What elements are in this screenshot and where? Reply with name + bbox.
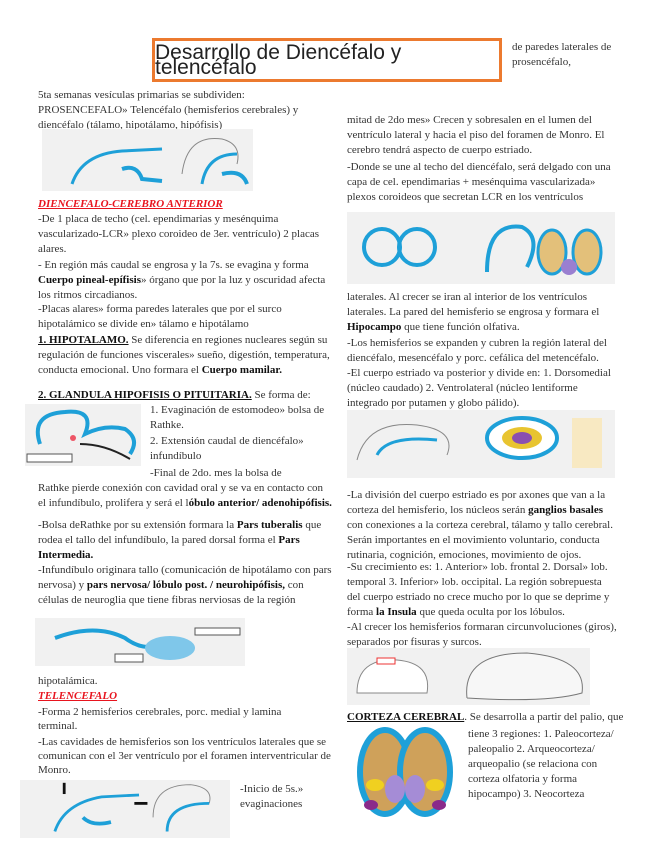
corteza-heading-line: CORTEZA CEREBRAL. Se desarrolla a partir…	[347, 711, 624, 723]
paragraph: -Al crecer los hemisferios formaran circ…	[347, 621, 617, 648]
paragraph: -Las cavidades de hemisferios son los ve…	[38, 736, 331, 776]
page-title: Desarrollo de Diencéfalo y telencéfalo	[152, 38, 502, 82]
paragraph: Rathke pierde conexión con cavidad oral …	[38, 482, 332, 509]
paragraph: mitad de 2do mes» Crecen y sobresalen en…	[347, 114, 605, 156]
paragraph: -Bolsa deRathke por su extensión formara…	[38, 519, 322, 561]
prosencefalo-text: PROSENCEFALO» Telencéfalo (hemisferios c…	[38, 104, 299, 131]
paragraph: -Inicio de 5s.» evaginaciones	[240, 783, 304, 810]
paragraph: -Final de 2do. mes la bolsa de	[150, 467, 282, 479]
paragraph: -Forma 2 hemisferios cerebrales, porc. m…	[38, 706, 282, 732]
diagram-prosencephalon	[42, 129, 253, 191]
heading-telencefalo: TELENCEFALO	[38, 690, 118, 702]
heading-diencefalo: DIENCEFALO-CEREBRO ANTERIOR	[38, 198, 223, 210]
heading-glandula: 2. GLANDULA HIPOFISIS O PITUITARIA.	[38, 389, 252, 401]
paragraph: laterales. Al crecer se iran al interior…	[347, 291, 600, 333]
paragraph: -Los hemisferios se expanden y cubren la…	[347, 337, 607, 364]
diagram-hypophysis	[35, 618, 245, 666]
diagram-choroid-plexus	[347, 212, 615, 284]
paragraph: -El cuerpo estriado va posterior y divid…	[347, 367, 611, 409]
diagram-telencephalon-evagination	[20, 780, 230, 838]
heading-hipotalamo: 1. HIPOTALAMO.	[38, 334, 129, 346]
heading-corteza: CORTEZA CEREBRAL	[347, 711, 465, 723]
paragraph: -La división del cuerpo estriado es por …	[347, 489, 613, 561]
paragraph: -De 1 placa de techo (cel. ependimarias …	[38, 213, 320, 255]
intro-text: 5ta semanas vesículas primarias se subdi…	[38, 89, 245, 101]
paragraph: - En región más caudal se engrosa y la 7…	[38, 259, 326, 301]
paragraph-hipotalamo: 1. HIPOTALAMO. Se diferencia en regiones…	[38, 334, 330, 376]
diagram-corpus-striatum	[347, 410, 615, 478]
diagram-rathke-pouch	[25, 404, 141, 466]
top-right-text: de paredes laterales de prosencéfalo,	[512, 41, 612, 68]
diagram-cerebral-cortex	[347, 727, 462, 838]
list-item: 1. Evaginación de estomodeo» bolsa de Ra…	[150, 404, 325, 431]
paragraph: tiene 3 regiones: 1. Paleocorteza/ paleo…	[468, 728, 614, 800]
diagram-cerebral-lobes	[347, 648, 590, 705]
list-item: 2. Extensión caudal de diencéfalo» infun…	[150, 435, 304, 462]
paragraph: hipotalámica.	[38, 675, 98, 687]
paragraph: -Infundíbulo originara tallo (comunicaci…	[38, 564, 332, 606]
paragraph: -Su crecimiento es: 1. Anterior» lob. fr…	[347, 561, 610, 618]
paragraph: -Donde se une al techo del diencéfalo, s…	[347, 161, 611, 203]
paragraph: -Placas alares» forma paredes laterales …	[38, 303, 282, 330]
